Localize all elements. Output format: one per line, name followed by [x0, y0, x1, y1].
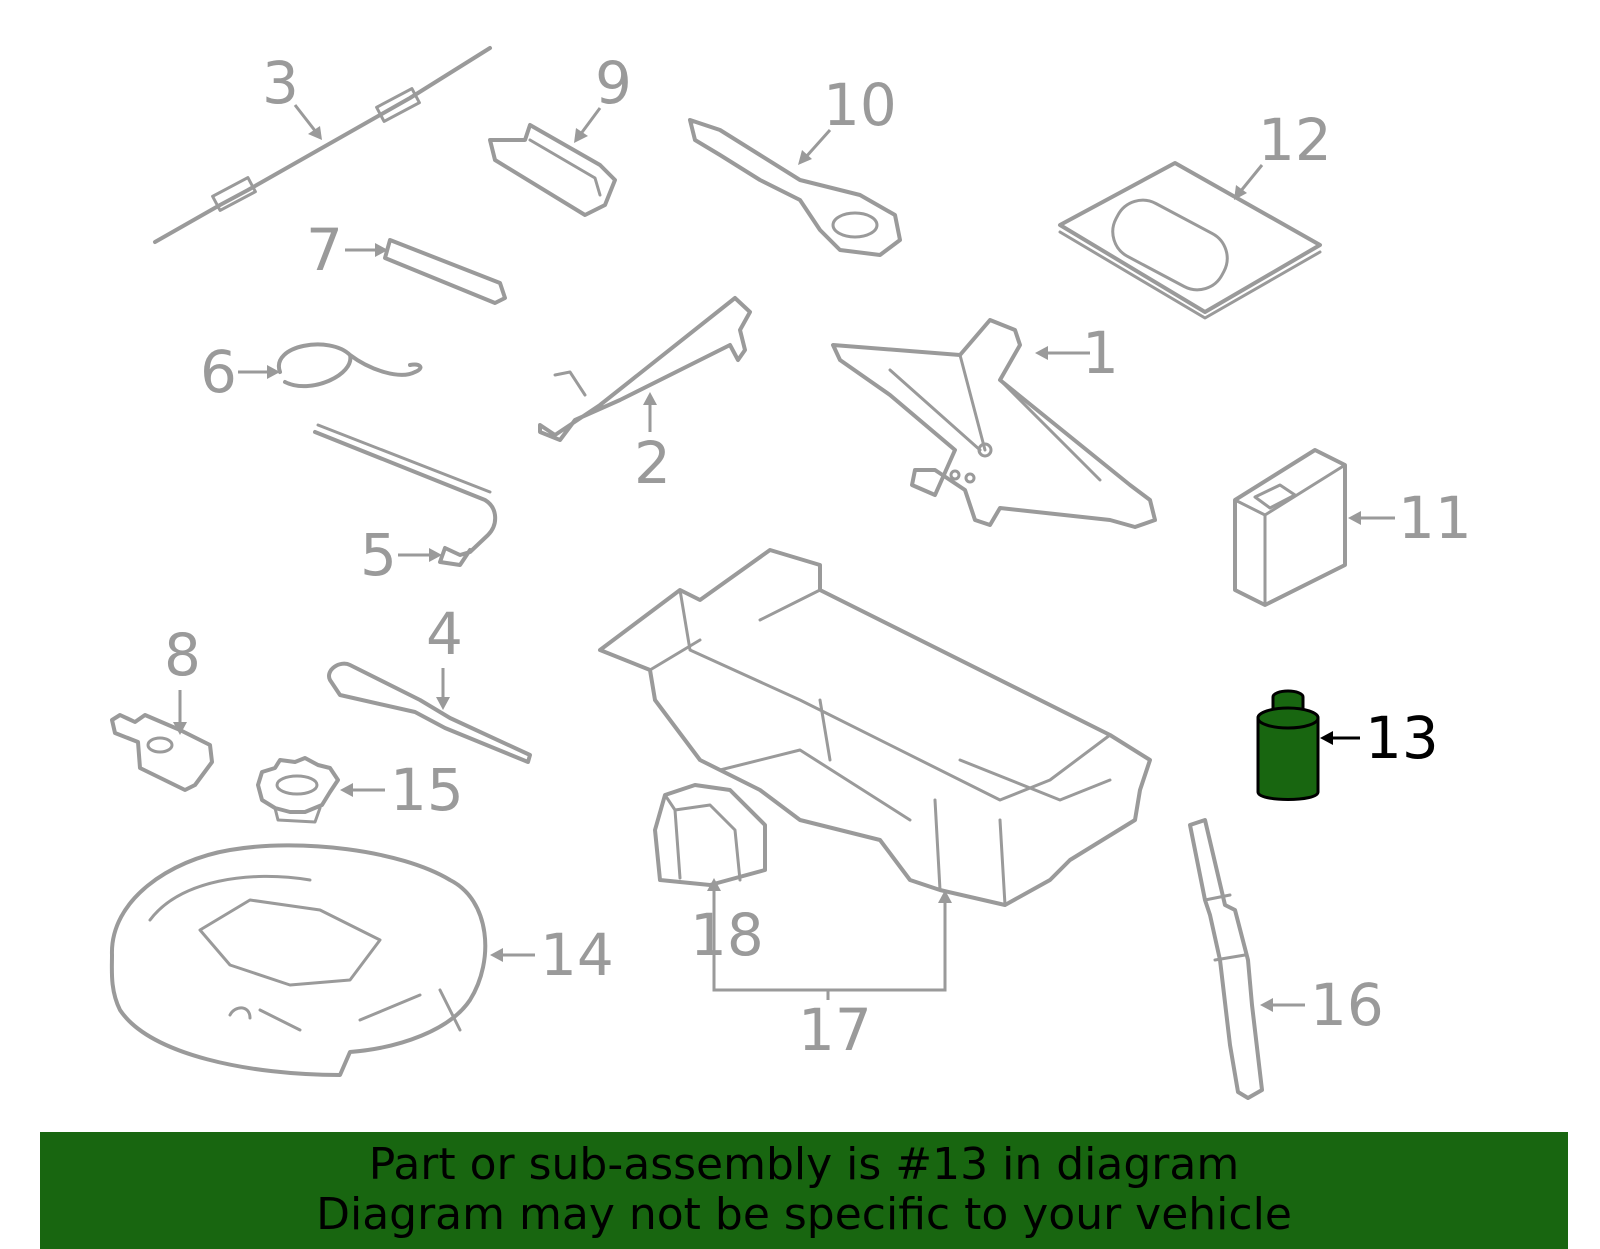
callout-9: 9 — [595, 49, 632, 117]
part-5-lug-wrench — [313, 423, 498, 567]
callout-16: 16 — [1310, 971, 1384, 1039]
callout-13: 13 — [1365, 704, 1439, 772]
part-15-nut — [256, 756, 340, 824]
callout-14: 14 — [540, 921, 614, 989]
part-7-pin — [383, 238, 507, 305]
part-18-corner-block — [653, 783, 767, 887]
part-4-screwdriver — [327, 661, 532, 764]
callout-11: 11 — [1398, 484, 1472, 552]
part-3-extension-rod — [153, 46, 492, 244]
info-banner: Part or sub-assembly is #13 in diagram D… — [40, 1132, 1568, 1249]
leader-lines — [173, 104, 1395, 1012]
callout-3: 3 — [262, 49, 299, 117]
callout-8: 8 — [164, 621, 201, 689]
part-17-storage-tray — [598, 548, 1152, 907]
callout-2: 2 — [634, 429, 671, 497]
part-8-sensor — [110, 713, 214, 792]
part-11-box — [1233, 448, 1347, 607]
parts-diagram: 1 2 3 4 5 6 7 8 9 10 11 12 13 14 15 16 1… — [109, 46, 1472, 1100]
part-12-pad — [1058, 161, 1322, 320]
callout-15: 15 — [390, 756, 464, 824]
callout-labels: 1 2 3 4 5 6 7 8 9 10 11 12 13 14 15 16 1… — [164, 49, 1472, 1064]
callout-17: 17 — [798, 996, 872, 1064]
part-14-foam-tray — [109, 843, 488, 1077]
callout-5: 5 — [360, 521, 397, 589]
banner-line-1: Part or sub-assembly is #13 in diagram — [368, 1139, 1240, 1190]
callout-4: 4 — [426, 600, 463, 668]
part-1-scissor-jack — [831, 318, 1157, 529]
part-2-jack-handle — [538, 296, 752, 442]
callout-18: 18 — [690, 901, 764, 969]
part-10-tow-hook — [688, 118, 902, 257]
callout-6: 6 — [200, 338, 237, 406]
callout-12: 12 — [1258, 106, 1332, 174]
callout-1: 1 — [1082, 319, 1119, 387]
part-9-strap — [488, 123, 617, 217]
callout-10: 10 — [823, 71, 897, 139]
banner-line-2: Diagram may not be specific to your vehi… — [316, 1189, 1292, 1240]
part-16-strip — [1188, 818, 1264, 1100]
part-6-wire-hook — [276, 342, 423, 389]
callout-7: 7 — [306, 216, 343, 284]
part-13-highlighted — [1256, 689, 1320, 801]
